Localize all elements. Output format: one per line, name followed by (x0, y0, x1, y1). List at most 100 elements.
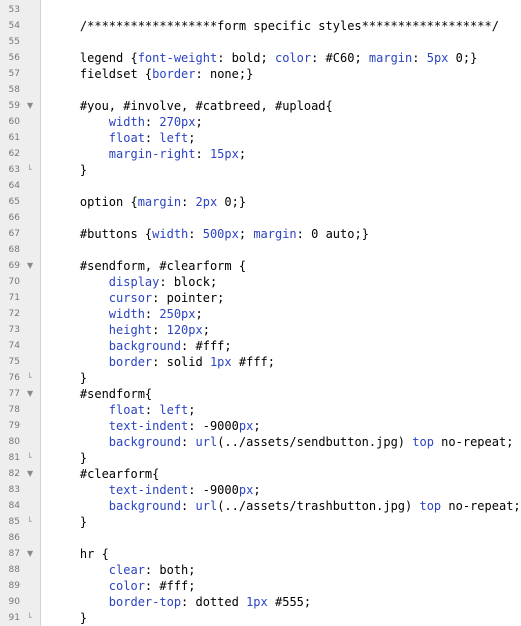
line-number: 75 (8, 357, 20, 367)
code-text: legend {font-weight: bold; color: #C60; … (51, 50, 477, 66)
code-token (51, 339, 109, 353)
code-line[interactable]: 71 cursor: pointer; (0, 290, 521, 306)
code-line[interactable]: 81└ } (0, 450, 521, 466)
code-line[interactable]: 78 float: left; (0, 402, 521, 418)
code-line[interactable]: 73 height: 120px; (0, 322, 521, 338)
code-token (51, 419, 109, 433)
code-line[interactable]: 72 width: 250px; (0, 306, 521, 322)
line-number: 56 (8, 53, 20, 63)
code-text: float: left; (51, 130, 196, 146)
css-value-token: px (238, 419, 254, 433)
line-number: 90 (8, 597, 20, 607)
code-text: #buttons {width: 500px; margin: 0 auto;} (51, 226, 369, 242)
line-number: 86 (8, 533, 20, 543)
css-property-token: display (108, 275, 160, 289)
code-line[interactable]: 77▼ #sendform{ (0, 386, 521, 402)
code-token: hr { (51, 547, 109, 561)
code-text: width: 250px; (51, 306, 203, 322)
line-number: 61 (8, 133, 20, 143)
code-token: ; (202, 323, 210, 337)
line-number: 83 (8, 485, 20, 495)
code-text: cursor: pointer; (51, 290, 225, 306)
fold-end-icon[interactable]: └ (27, 613, 32, 622)
code-text: margin-right: 15px; (51, 146, 246, 162)
fold-end-icon[interactable]: └ (27, 373, 32, 382)
code-line[interactable]: 83 text-indent: -9000px; (0, 482, 521, 498)
code-text: text-indent: -9000px; (51, 482, 261, 498)
code-line[interactable]: 76└ } (0, 370, 521, 386)
code-token: : (144, 131, 160, 145)
code-token (51, 131, 109, 145)
fold-triangle-icon[interactable]: ▼ (27, 261, 34, 270)
code-line[interactable]: 68 (0, 242, 521, 258)
code-line[interactable]: 60 width: 270px; (0, 114, 521, 130)
code-text: display: block; (51, 274, 217, 290)
code-line[interactable]: 56 legend {font-weight: bold; color: #C6… (0, 50, 521, 66)
code-line[interactable]: 58 (0, 82, 521, 98)
code-line[interactable]: 65 option {margin: 2px 0;} (0, 194, 521, 210)
code-line[interactable]: 64 (0, 178, 521, 194)
fold-triangle-icon[interactable]: ▼ (27, 389, 34, 398)
code-token: : bold; (217, 51, 275, 65)
code-line[interactable]: 63└ } (0, 162, 521, 178)
code-token (51, 499, 109, 513)
fold-triangle-icon[interactable]: ▼ (27, 101, 34, 110)
code-line[interactable]: 70 display: block; (0, 274, 521, 290)
code-token: : (144, 307, 160, 321)
code-line[interactable]: 86 (0, 530, 521, 546)
css-value-token: url (195, 499, 218, 513)
code-line[interactable]: 62 margin-right: 15px; (0, 146, 521, 162)
code-line[interactable]: 67 #buttons {width: 500px; margin: 0 aut… (0, 226, 521, 242)
code-line[interactable]: 74 background: #fff; (0, 338, 521, 354)
code-token (51, 483, 109, 497)
code-line[interactable]: 82▼ #clearform{ (0, 466, 521, 482)
code-line[interactable]: 55 (0, 34, 521, 50)
fold-end-icon[interactable]: └ (27, 517, 32, 526)
code-token: 0;} (217, 195, 247, 209)
code-line[interactable]: 75 border: solid 1px #fff; (0, 354, 521, 370)
code-line[interactable]: 57 fieldset {border: none;} (0, 66, 521, 82)
fold-triangle-icon[interactable]: ▼ (27, 469, 34, 478)
code-token: } (51, 611, 88, 625)
code-line[interactable]: 85└ } (0, 514, 521, 530)
code-line[interactable]: 59▼ #you, #involve, #catbreed, #upload{ (0, 98, 521, 114)
code-line[interactable]: 69▼ #sendform, #clearform { (0, 258, 521, 274)
code-line[interactable]: 90 border-top: dotted 1px #555; (0, 594, 521, 610)
fold-end-icon[interactable]: └ (27, 453, 32, 462)
fold-triangle-icon[interactable]: ▼ (27, 549, 34, 558)
fold-end-icon[interactable]: └ (27, 165, 32, 174)
code-line[interactable]: 66 (0, 210, 521, 226)
code-line[interactable]: 89 color: #fff; (0, 578, 521, 594)
code-line[interactable]: 54 /******************form specific styl… (0, 18, 521, 34)
code-text: } (51, 162, 87, 178)
code-text: hr { (51, 546, 109, 562)
line-number: 64 (8, 181, 20, 191)
code-line[interactable]: 53 (0, 2, 521, 18)
code-token: : (181, 195, 196, 209)
code-token (51, 291, 109, 305)
code-token: : #C60; (311, 51, 369, 65)
code-text: } (51, 514, 87, 530)
css-property-token: text-indent (108, 419, 189, 433)
code-token: : (195, 147, 210, 161)
line-number: 69 (8, 261, 20, 271)
code-token: /******************form specific styles*… (51, 19, 499, 33)
code-line[interactable]: 91└ } (0, 610, 521, 626)
css-value-token: 250px (159, 307, 196, 321)
css-value-token: 2px (195, 195, 218, 209)
code-token: : (181, 499, 196, 513)
line-number-gutter (0, 0, 41, 626)
code-token (51, 579, 109, 593)
code-line[interactable]: 87▼ hr { (0, 546, 521, 562)
code-line[interactable]: 84 background: url(../assets/trashbutton… (0, 498, 521, 514)
css-value-token: 120px (166, 323, 203, 337)
line-number: 89 (8, 581, 20, 591)
css-property-token: background (108, 435, 182, 449)
code-line[interactable]: 79 text-indent: -9000px; (0, 418, 521, 434)
code-line[interactable]: 61 float: left; (0, 130, 521, 146)
code-token: ; (188, 131, 196, 145)
code-line[interactable]: 88 clear: both; (0, 562, 521, 578)
code-line[interactable]: 80 background: url(../assets/sendbutton.… (0, 434, 521, 450)
